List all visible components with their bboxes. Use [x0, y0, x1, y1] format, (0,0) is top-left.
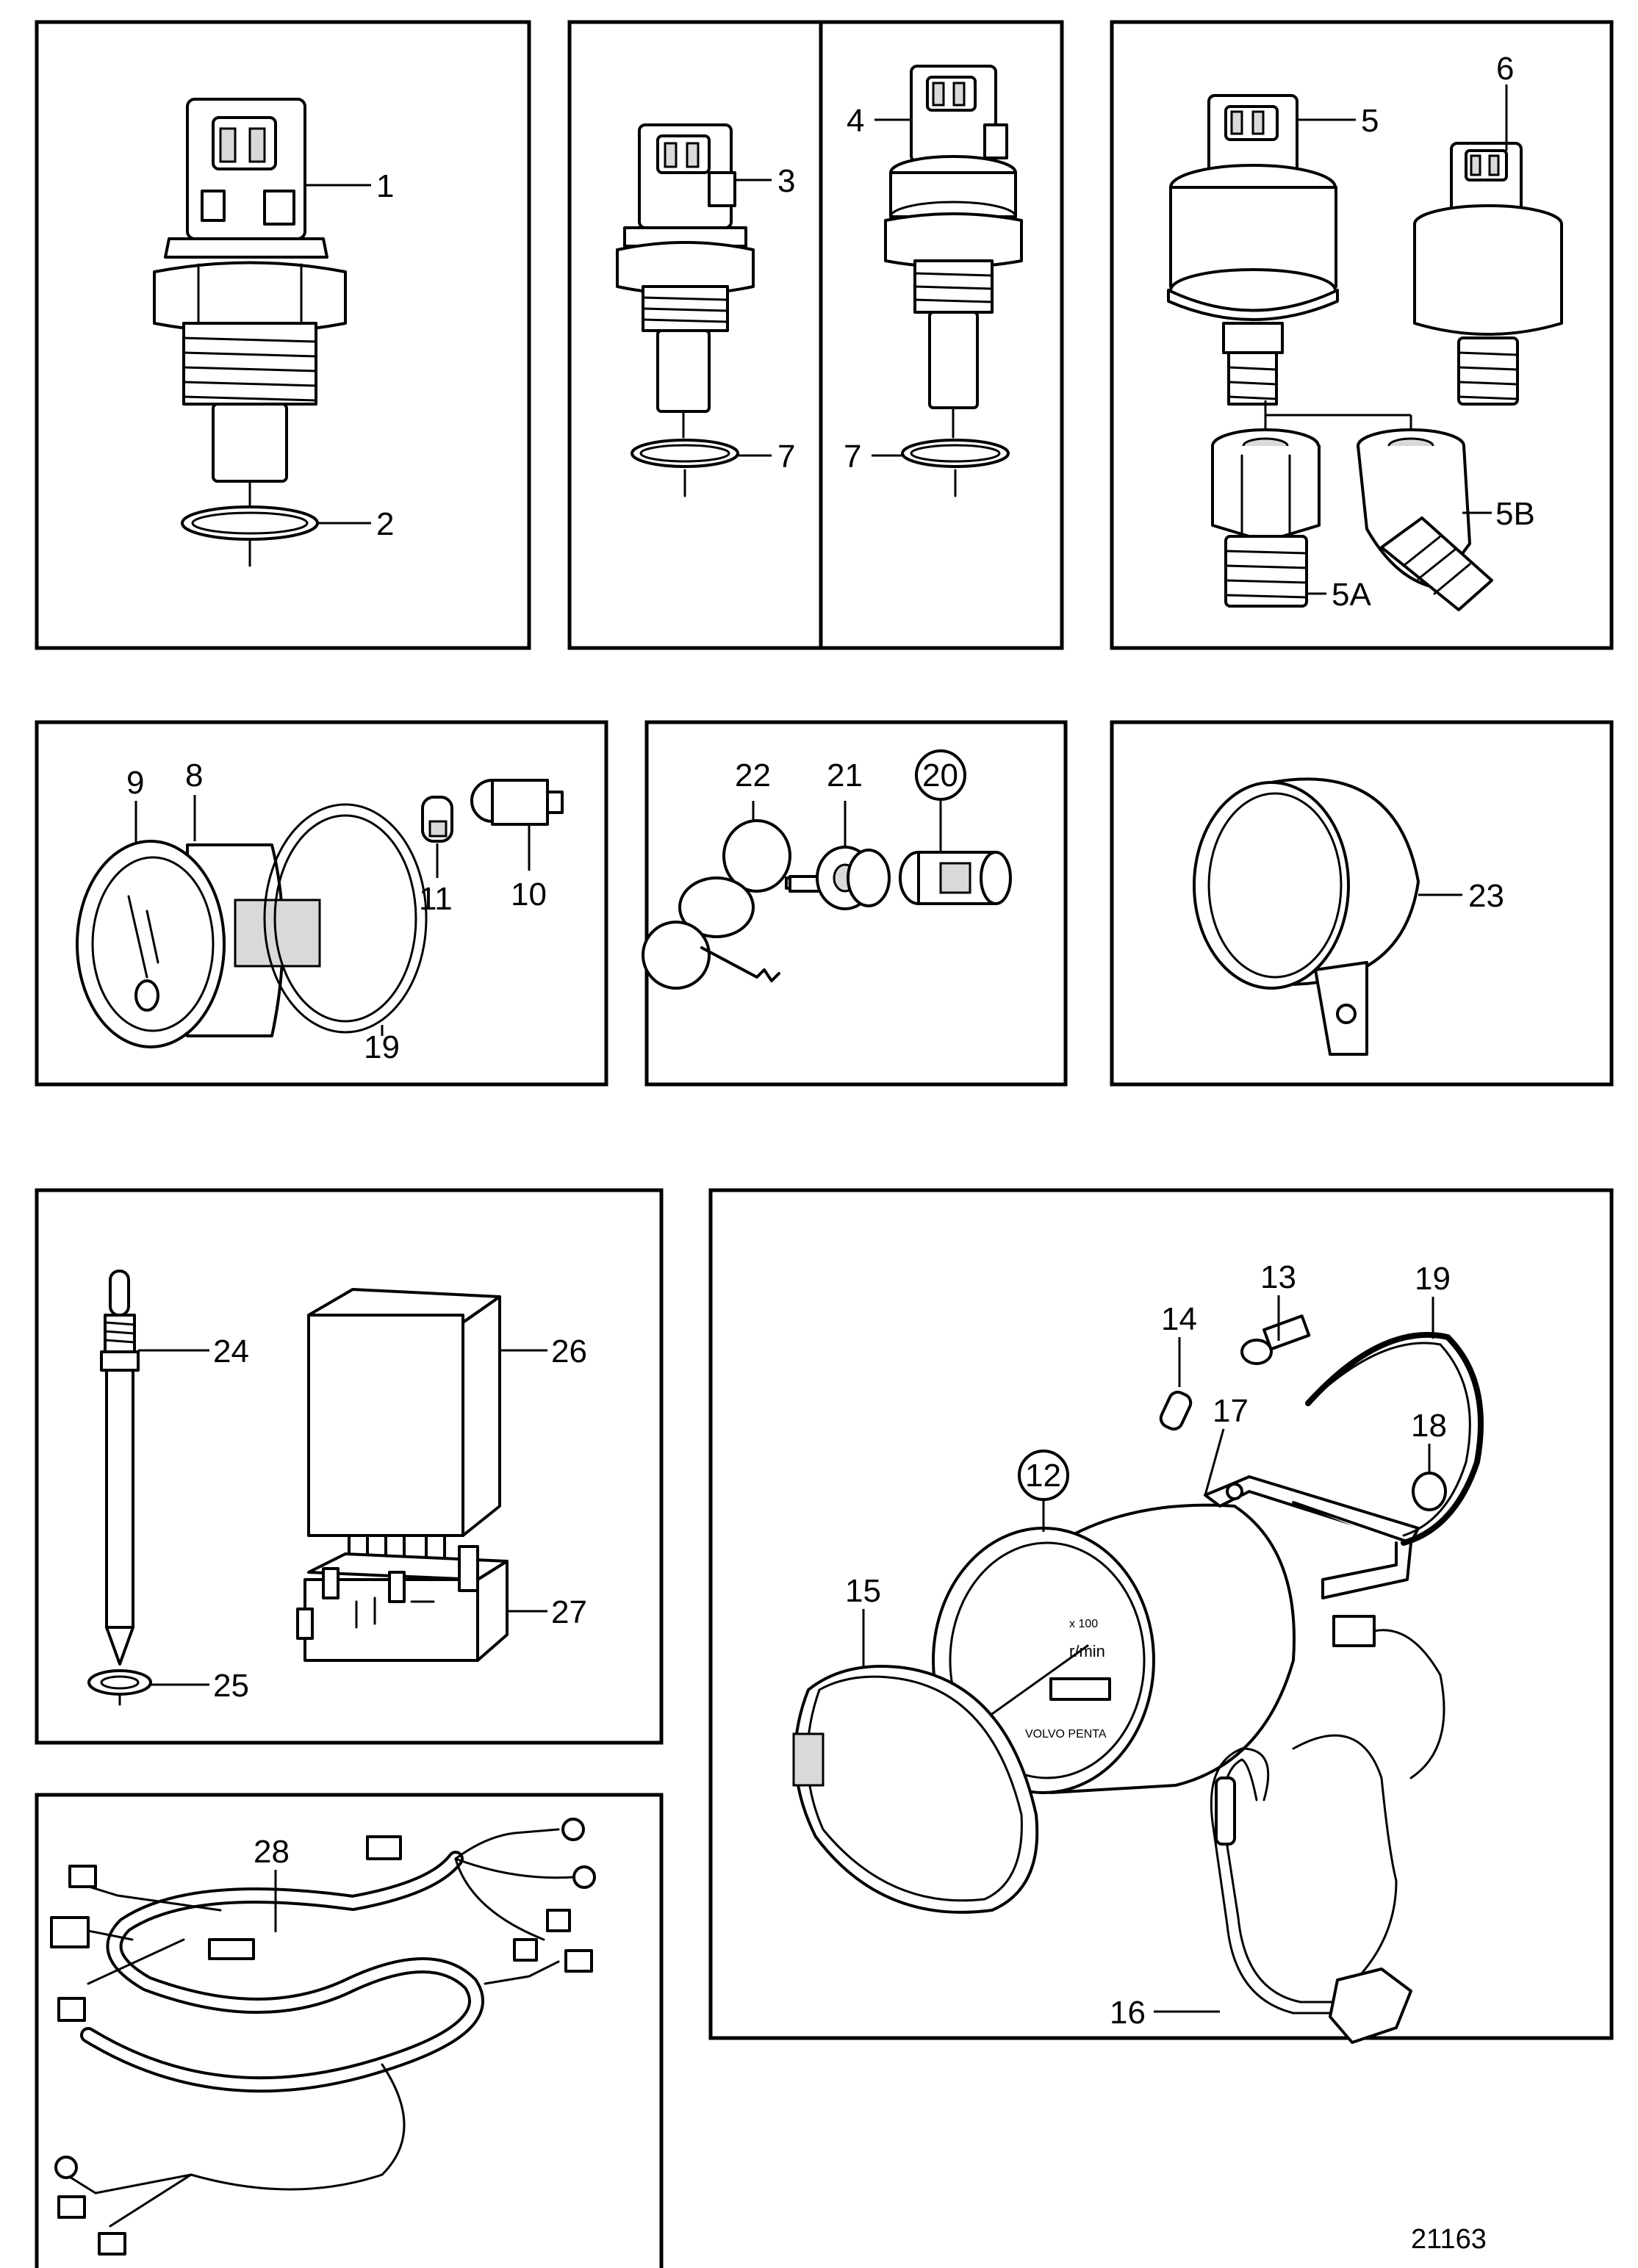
label-6: 6 — [1496, 51, 1514, 87]
label-3: 3 — [777, 163, 795, 199]
panel-tachometer — [708, 1188, 1614, 2040]
figure-number: 21163 — [1411, 2224, 1487, 2255]
panel-temp-senders-pair — [567, 20, 1064, 650]
bezel-15-drawing — [792, 1665, 1039, 1914]
gauge-scale: x 100 — [1069, 1618, 1098, 1630]
instrument-gauge-drawing — [76, 840, 321, 1048]
label-5: 5 — [1361, 103, 1379, 139]
horn-23-drawing — [1193, 777, 1420, 1056]
label-28: 28 — [254, 1834, 290, 1870]
lamp-holder-10-drawing — [470, 779, 564, 826]
label-1: 1 — [376, 168, 394, 204]
label-7a: 7 — [777, 439, 795, 475]
wiring-harness-28-drawing — [50, 1818, 596, 2256]
label-5b: 5B — [1495, 496, 1535, 532]
nut-21-drawing — [816, 846, 891, 910]
panel-relay — [35, 1188, 664, 1745]
panel-gauge — [35, 720, 608, 1087]
label-5a: 5A — [1332, 577, 1371, 613]
panel-horn — [1110, 720, 1614, 1087]
panel-pressure-senders — [1110, 20, 1614, 650]
label-27: 27 — [551, 1594, 587, 1630]
label-18: 18 — [1411, 1408, 1447, 1444]
relay-26-drawing — [307, 1288, 501, 1570]
label-24: 24 — [213, 1333, 249, 1369]
label-19a: 19 — [364, 1029, 400, 1065]
cable-16-drawing — [1210, 1615, 1445, 2044]
panel-wiring-harness — [35, 1793, 664, 2268]
gauge-brand: VOLVO PENTA — [1025, 1728, 1107, 1740]
relay-socket-27-drawing — [296, 1545, 509, 1662]
label-9: 9 — [126, 765, 144, 801]
label-11: 11 — [419, 881, 453, 917]
bulb-14-drawing — [1159, 1390, 1193, 1431]
panel-ignition-switch — [644, 720, 1068, 1087]
panel-temp-sender — [35, 20, 531, 650]
oil-pressure-sender-5-drawing — [1167, 94, 1339, 406]
label-2: 2 — [376, 506, 394, 542]
label-4: 4 — [847, 103, 864, 139]
label-16: 16 — [1110, 1995, 1146, 2031]
adapter-5a-drawing — [1211, 428, 1321, 608]
sensor-24-drawing — [87, 1270, 152, 1706]
temperature-sender-4-drawing — [884, 65, 1023, 497]
label-10: 10 — [511, 876, 547, 912]
label-8: 8 — [185, 757, 203, 793]
ignition-key-22-drawing — [642, 819, 832, 990]
label-7b: 7 — [844, 439, 861, 475]
angle-adapter-5b-drawing — [1357, 428, 1493, 611]
temperature-sender-1-drawing — [153, 98, 347, 567]
ring-19-drawing — [1305, 1332, 1484, 1546]
label-14: 14 — [1161, 1301, 1197, 1337]
label-22: 22 — [735, 757, 771, 793]
label-19b: 19 — [1415, 1261, 1451, 1297]
label-12: 12 — [1025, 1458, 1061, 1494]
label-20: 20 — [922, 757, 958, 793]
oil-pressure-sender-6-drawing — [1413, 142, 1563, 406]
label-17: 17 — [1213, 1393, 1249, 1429]
gasket-19-ring — [263, 803, 428, 1034]
label-15: 15 — [845, 1573, 881, 1609]
bulb-11-drawing — [421, 796, 453, 843]
ignition-switch-20-drawing — [899, 851, 1012, 905]
nut-18-drawing — [1412, 1472, 1447, 1511]
temperature-sender-3-drawing — [616, 123, 755, 497]
gauge-unit: r/min — [1069, 1642, 1105, 1660]
label-25: 25 — [213, 1668, 249, 1704]
label-26: 26 — [551, 1333, 587, 1369]
lamp-holder-13-drawing — [1240, 1314, 1311, 1365]
label-23: 23 — [1468, 878, 1504, 914]
label-13: 13 — [1260, 1259, 1296, 1295]
label-21: 21 — [827, 757, 863, 793]
